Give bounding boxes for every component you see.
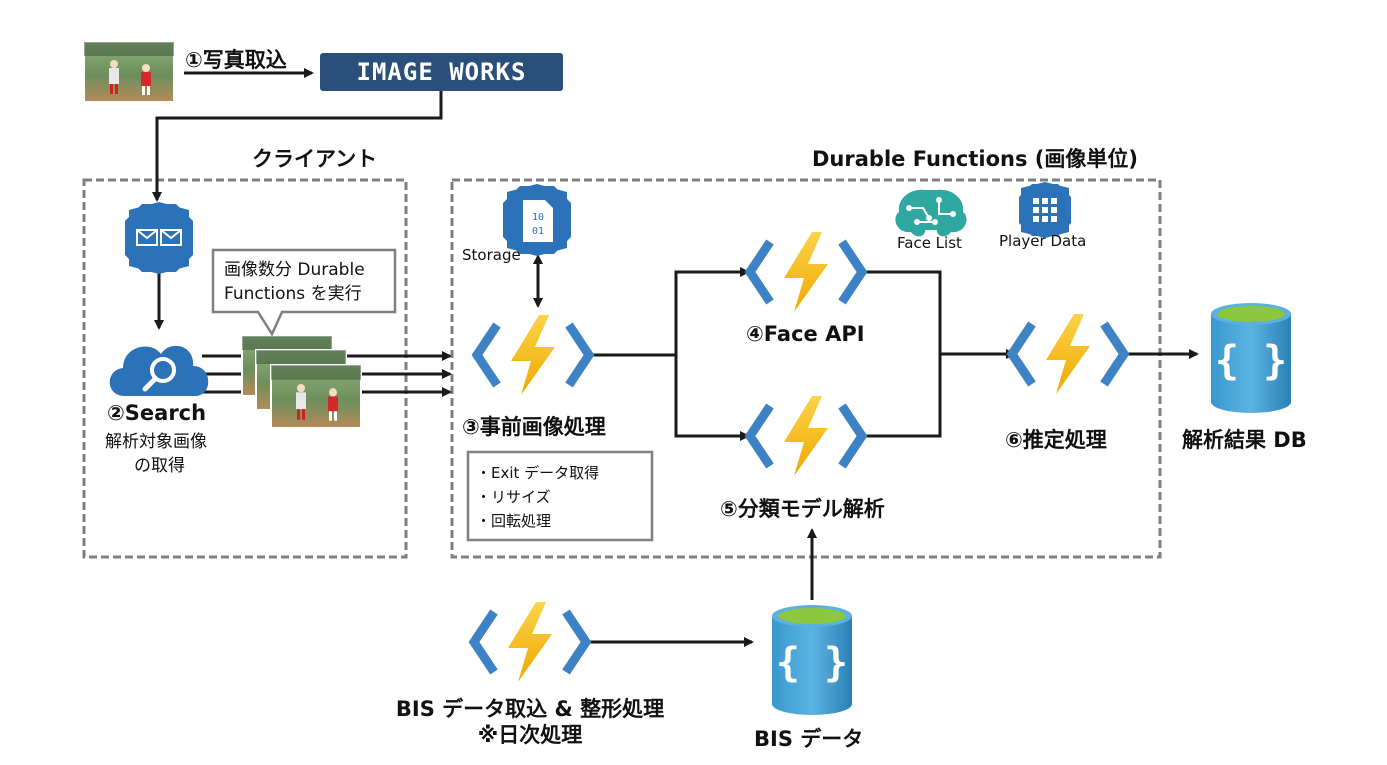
photo-stack	[241, 335, 363, 430]
step4-label: ④Face API	[746, 322, 865, 346]
client-group-box	[82, 178, 408, 559]
bis-db-icon	[772, 605, 852, 715]
imageworks-logo	[320, 53, 563, 91]
model-function-icon	[750, 396, 862, 476]
bis-function-label-line1: BIS データ取込 & 整形処理	[395, 697, 665, 721]
result-db-icon	[1211, 303, 1291, 413]
step2-sub-line1: 解析対象画像	[105, 432, 207, 452]
step6-label: ⑥推定処理	[1005, 428, 1107, 452]
imageworks-logo-text: IMAGE WORKS	[356, 58, 527, 86]
callout-line1: 画像数分 Durable	[224, 260, 365, 280]
svg-text:10: 10	[532, 212, 544, 223]
estimate-function-icon	[1012, 314, 1124, 394]
player-data-icon	[1019, 182, 1071, 238]
arrow-func-to-faceapi	[590, 267, 750, 357]
callout-bubble	[211, 248, 397, 337]
step2-sub-line2: の取得	[134, 456, 185, 476]
player-data-label: Player Data	[999, 232, 1087, 250]
storage-icon: 10 01	[503, 184, 571, 256]
face-list-label: Face List	[897, 234, 962, 252]
line-faceapi-merge	[862, 270, 942, 438]
preprocess-note-1: ・Exit データ取得	[476, 464, 600, 482]
source-photo	[83, 41, 175, 103]
arrow-func-to-model	[674, 355, 750, 441]
preprocess-function-icon	[477, 315, 589, 395]
storage-label: Storage	[462, 246, 521, 264]
svg-text:01: 01	[532, 226, 544, 237]
result-db-label: 解析結果 DB	[1182, 428, 1307, 452]
bis-function-icon	[474, 602, 586, 682]
step3-label: ③事前画像処理	[462, 415, 606, 439]
durable-group-box	[450, 178, 1162, 559]
search-icon	[109, 345, 209, 396]
preprocess-notes-box	[466, 450, 654, 542]
bis-function-label-line2: ※日次処理	[477, 723, 583, 747]
step5-label: ⑤分類モデル解析	[720, 497, 885, 521]
step2-label: ②Search	[107, 401, 207, 425]
client-group-title: クライアント	[252, 147, 378, 171]
step1-label: ①写真取込	[185, 48, 287, 72]
preprocess-note-3: ・回転処理	[476, 512, 552, 530]
faceapi-function-icon	[750, 232, 862, 312]
face-list-icon	[895, 189, 967, 237]
durable-group-title: Durable Functions (画像単位)	[812, 147, 1138, 171]
bis-db-label: BIS データ	[754, 727, 864, 751]
callout-line2: Functions を実行	[224, 284, 362, 304]
preprocess-note-2: ・リサイズ	[476, 488, 551, 506]
arrow-imageworks-to-queue	[152, 91, 443, 202]
queue-storage-icon	[125, 202, 193, 274]
